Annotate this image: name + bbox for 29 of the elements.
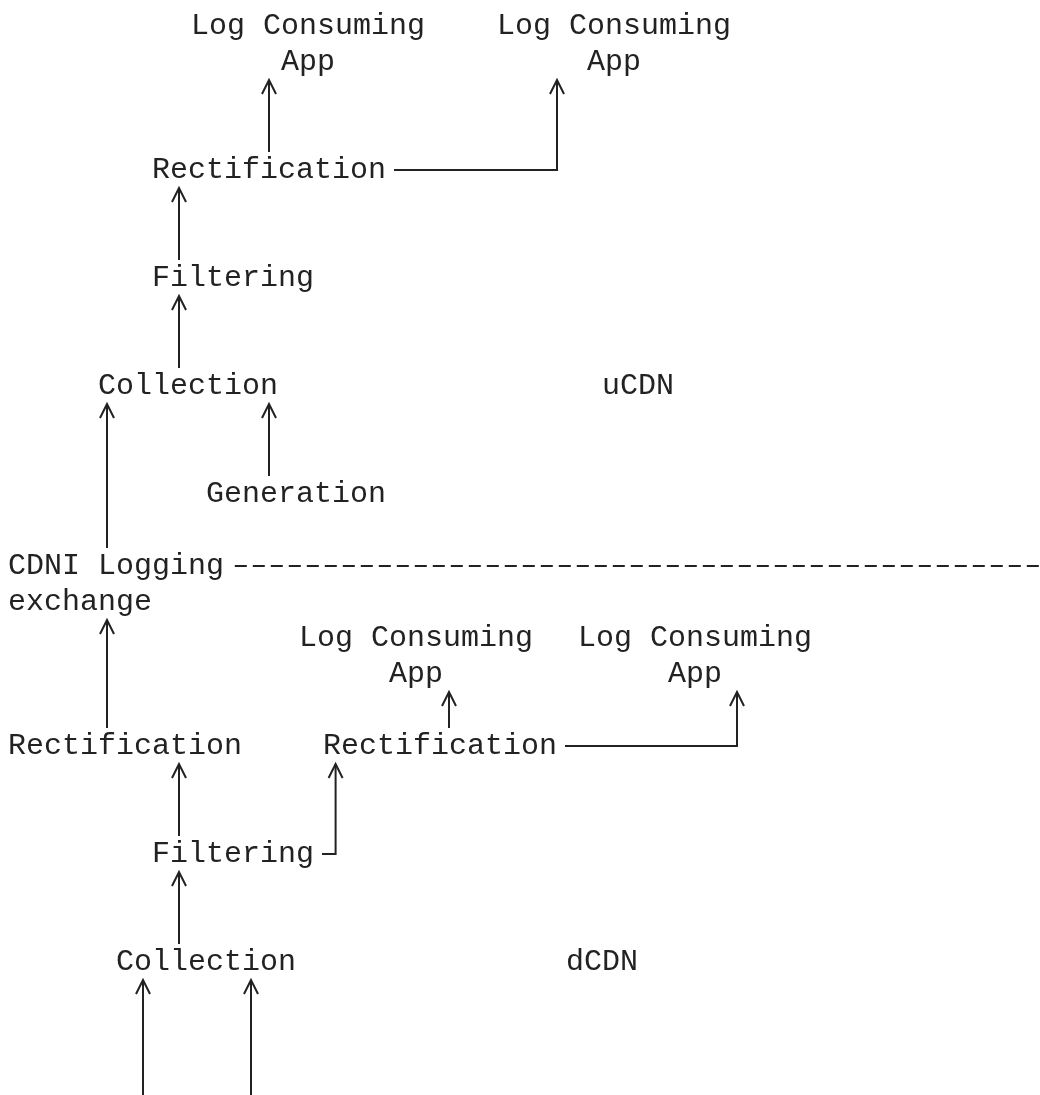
process-label: Log Consuming App — [296, 620, 536, 692]
process-label: CDNI Logging exchange — [8, 548, 230, 620]
process-label: Rectification — [323, 728, 563, 764]
arrow — [99, 403, 115, 549]
arrow — [393, 79, 565, 171]
process-label: Filtering — [152, 836, 320, 872]
arrow — [564, 691, 745, 747]
process-label: Rectification — [152, 152, 392, 188]
process-label: Generation — [206, 476, 392, 512]
arrow — [99, 619, 115, 729]
process-label: Log Consuming App — [494, 8, 734, 80]
section-label: dCDN — [566, 944, 638, 980]
arrow — [321, 763, 344, 855]
process-label: Filtering — [152, 260, 320, 296]
arrow — [261, 403, 277, 477]
arrow — [261, 79, 277, 153]
section-label: uCDN — [602, 368, 674, 404]
process-label: Rectification — [8, 728, 248, 764]
process-label: Collection — [98, 368, 284, 404]
process-label: Collection — [116, 944, 302, 980]
arrow — [441, 691, 457, 729]
arrow — [171, 763, 187, 837]
arrow — [135, 979, 151, 1095]
arrow — [171, 187, 187, 261]
arrow — [171, 295, 187, 369]
arrow — [243, 979, 259, 1095]
process-label: Log Consuming App — [188, 8, 428, 80]
arrow — [171, 871, 187, 945]
process-label: Log Consuming App — [575, 620, 815, 692]
